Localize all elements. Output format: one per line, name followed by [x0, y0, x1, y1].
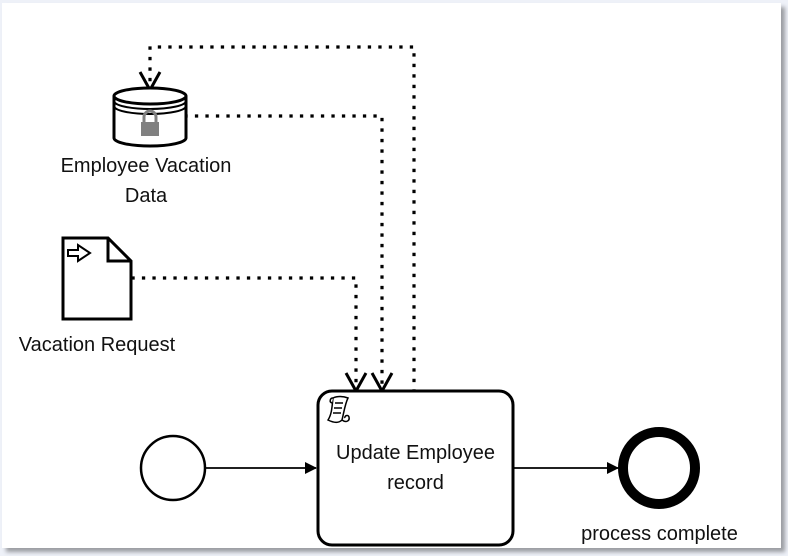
end-event-label: process complete: [581, 523, 738, 545]
task-label-line2: record: [387, 472, 444, 494]
diagram-canvas: Employee Vacation Data Vacation Request …: [2, 3, 781, 548]
end-event[interactable]: [618, 427, 700, 509]
start-event[interactable]: [139, 434, 207, 502]
task-label: Update Employee record: [318, 438, 513, 498]
lock-icon: [141, 109, 159, 136]
data-store[interactable]: [112, 86, 188, 148]
script-icon: [326, 395, 350, 424]
data-input-label: Vacation Request: [18, 334, 176, 356]
data-store-label-line2: Data: [124, 185, 168, 207]
input-arrow-icon: [67, 243, 92, 263]
data-store-label-line1: Employee Vacation: [60, 155, 232, 177]
data-store-label: Employee Vacation Data: [46, 151, 246, 211]
diagram-svg: [61, 45, 700, 547]
task-box[interactable]: [316, 389, 515, 547]
association-input-to-task[interactable]: [131, 276, 358, 390]
data-input-document[interactable]: [61, 236, 133, 321]
task-label-line1: Update Employee: [336, 442, 495, 464]
association-task-to-store[interactable]: [148, 45, 416, 393]
association-store-to-task[interactable]: [184, 114, 384, 390]
